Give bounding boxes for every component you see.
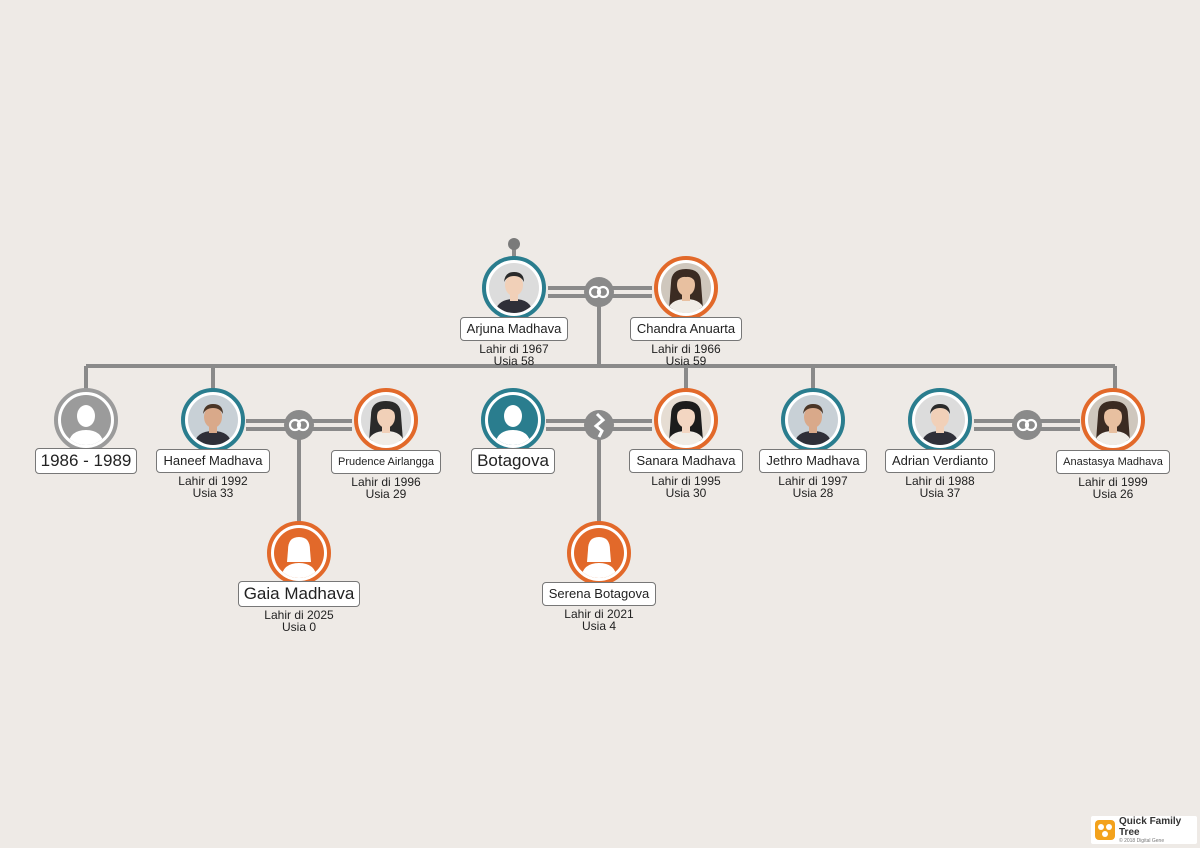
person-name[interactable]: Haneef Madhava <box>156 449 270 473</box>
age: Usia 58 <box>493 354 535 368</box>
person-name[interactable]: Botagova <box>471 448 555 474</box>
birth-year: Lahir di 1988 <box>905 474 975 488</box>
avatar-silhouette-icon[interactable] <box>267 521 331 585</box>
marriage-ring-icon <box>284 410 314 440</box>
birth-year: Lahir di 1992 <box>178 474 248 488</box>
birth-year: Lahir di 1967 <box>479 342 549 356</box>
age: Usia 33 <box>192 486 234 500</box>
age: Usia 4 <box>581 619 616 633</box>
age: Usia 59 <box>665 354 707 368</box>
age: Usia 28 <box>792 486 834 500</box>
logo-title: Quick Family Tree <box>1119 816 1182 838</box>
birth-year: Lahir di 1997 <box>778 474 848 488</box>
person-botagova[interactable]: Botagova <box>433 388 593 474</box>
person-photo[interactable] <box>354 388 418 452</box>
age: Usia 37 <box>919 486 961 500</box>
person-name[interactable]: Prudence Airlangga <box>330 450 441 474</box>
person-photo[interactable] <box>482 256 546 320</box>
avatar-silhouette-icon[interactable] <box>567 521 631 585</box>
birth-year: Lahir di 1966 <box>651 342 721 356</box>
divorce-icon <box>584 410 614 440</box>
person-photo[interactable] <box>181 388 245 452</box>
person-photo[interactable] <box>781 388 845 452</box>
marriage-ring-icon <box>1012 410 1042 440</box>
birth-year: Lahir di 1996 <box>351 475 421 489</box>
marriage-ring-icon <box>584 277 614 307</box>
age: Usia 26 <box>1092 487 1134 501</box>
quick-family-tree-logo: Quick Family Tree © 2018 Digital Gene <box>1091 816 1197 844</box>
birth-year: Lahir di 1995 <box>651 474 721 488</box>
person-unknown[interactable]: 1986 - 1989 <box>6 388 166 474</box>
age: Usia 29 <box>365 487 407 501</box>
person-name[interactable]: 1986 - 1989 <box>34 448 138 474</box>
person-photo[interactable] <box>654 388 718 452</box>
person-name[interactable]: Adrian Verdianto <box>884 449 996 473</box>
family-tree-logo-icon <box>1095 820 1115 840</box>
age: Usia 0 <box>281 620 316 634</box>
birth-year: Lahir di 2025 <box>264 608 334 622</box>
birth-year: Lahir di 2021 <box>564 607 634 621</box>
person-name[interactable]: Serena Botagova <box>541 582 657 606</box>
person-name[interactable]: Anastasya Madhava <box>1056 450 1170 474</box>
person-name[interactable]: Jethro Madhava <box>759 449 867 473</box>
avatar-silhouette-icon[interactable] <box>481 388 545 452</box>
person-photo[interactable] <box>1081 388 1145 452</box>
logo-subtitle: © 2018 Digital Gene <box>1119 838 1165 844</box>
avatar-silhouette-icon[interactable] <box>54 388 118 452</box>
person-name[interactable]: Chandra Anuarta <box>629 317 743 341</box>
person-photo[interactable] <box>908 388 972 452</box>
person-name[interactable]: Sanara Madhava <box>629 449 743 473</box>
person-name[interactable]: Gaia Madhava <box>237 581 361 607</box>
age: Usia 30 <box>665 486 707 500</box>
person-photo[interactable] <box>654 256 718 320</box>
birth-year: Lahir di 1999 <box>1078 475 1148 489</box>
person-name[interactable]: Arjuna Madhava <box>459 317 569 341</box>
